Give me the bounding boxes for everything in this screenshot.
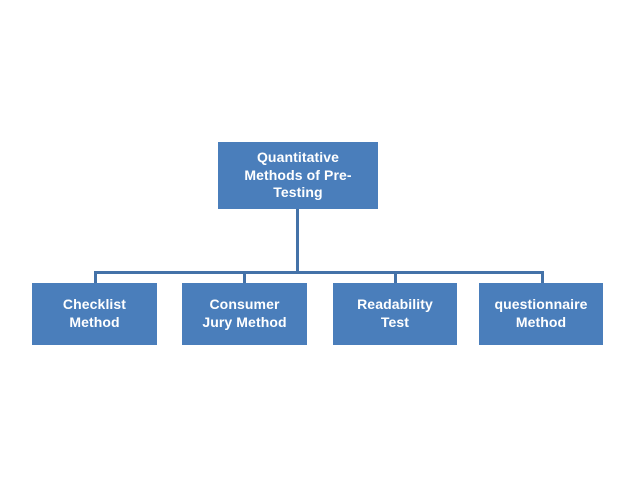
node-root-line-2: Methods of Pre- bbox=[244, 166, 352, 183]
node-readability-test-line-1: Readability bbox=[357, 296, 433, 313]
node-consumer-jury-method-line-1: Consumer bbox=[209, 296, 280, 313]
node-questionnaire-method-line-2: Method bbox=[515, 314, 567, 330]
node-consumer-jury-method-line-2: Jury Method bbox=[202, 314, 287, 330]
connector-drop-questionnaire-method bbox=[541, 271, 544, 285]
node-root-line-3: Testing bbox=[273, 184, 323, 201]
node-checklist-method-line-1: Checklist bbox=[62, 296, 127, 313]
node-root-line-1: Quantitative bbox=[256, 148, 340, 165]
connector-root-stem bbox=[296, 209, 299, 273]
node-questionnaire-method-line-1: questionnaire bbox=[494, 296, 588, 313]
connector-horizontal-bus bbox=[94, 271, 544, 274]
connector-drop-checklist-method bbox=[94, 271, 97, 285]
node-checklist-method-line-2: Method bbox=[69, 314, 120, 330]
connector-drop-readability-test bbox=[394, 271, 397, 285]
connector-drop-consumer-jury-method bbox=[243, 271, 246, 285]
node-readability-test-line-2: Test bbox=[380, 314, 410, 330]
